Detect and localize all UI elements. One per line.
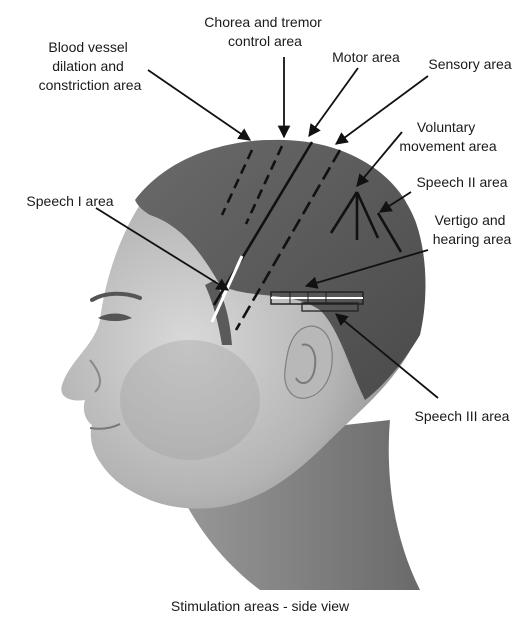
arrow-motor <box>309 68 358 136</box>
label-chorea: Chorea and tremor control area <box>204 14 325 49</box>
arrow-blood-vessel <box>148 70 250 140</box>
head-illustration <box>61 140 425 590</box>
label-speech3: Speech III area <box>415 408 510 424</box>
label-vertigo: Vertigo and hearing area <box>433 212 512 247</box>
label-vertigo-line2: hearing area <box>433 231 512 247</box>
label-vertigo-line1: Vertigo and <box>435 212 506 228</box>
label-blood-vessel-line1: Blood vessel <box>48 39 127 55</box>
label-chorea-line2: control area <box>228 33 302 49</box>
label-speech2: Speech II area <box>416 174 507 190</box>
label-chorea-line1: Chorea and tremor <box>204 14 322 30</box>
label-voluntary-line2: movement area <box>399 138 496 154</box>
label-voluntary-line1: Voluntary <box>417 119 475 135</box>
cheek-shade <box>120 340 260 460</box>
label-voluntary: Voluntary movement area <box>399 119 496 154</box>
label-speech1: Speech I area <box>26 193 113 209</box>
label-blood-vessel-line2: dilation and <box>52 58 124 74</box>
label-sensory: Sensory area <box>428 56 511 72</box>
arrow-sensory <box>336 76 428 144</box>
figure-caption: Stimulation areas - side view <box>171 598 350 614</box>
label-blood-vessel-line3: constriction area <box>39 77 142 93</box>
label-motor: Motor area <box>332 49 400 65</box>
label-blood-vessel: Blood vessel dilation and constriction a… <box>39 39 142 93</box>
